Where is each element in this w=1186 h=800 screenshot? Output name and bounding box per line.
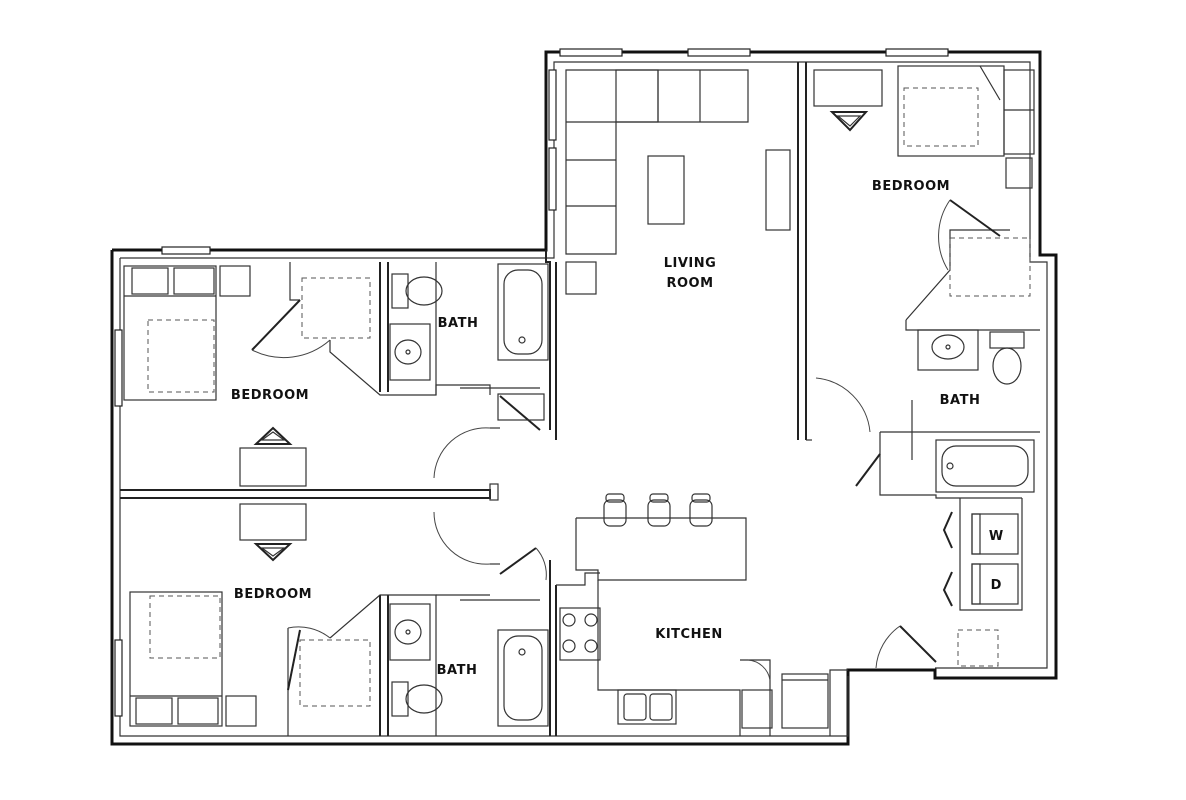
bathtub-left-top bbox=[497, 263, 549, 361]
toilet-left-bottom bbox=[391, 681, 443, 717]
kitchen-sink bbox=[617, 689, 677, 725]
washer bbox=[971, 513, 1019, 555]
kitchen-label: KITCHEN bbox=[655, 627, 722, 642]
bed-left-bottom bbox=[129, 591, 223, 727]
desk-left-top bbox=[239, 447, 307, 487]
bath-left-bottom-label: BATH bbox=[437, 663, 478, 678]
chair-top-right bbox=[829, 111, 869, 132]
nightstand bbox=[225, 695, 257, 727]
refrigerator bbox=[781, 673, 829, 729]
desk-top-right bbox=[813, 69, 883, 107]
closets bbox=[299, 237, 1031, 707]
windows bbox=[114, 48, 949, 717]
coffee-table bbox=[647, 155, 685, 225]
dishwasher bbox=[741, 689, 773, 729]
bathtub-left-bottom bbox=[497, 629, 549, 727]
living-room-label-line1: LIVING bbox=[664, 256, 717, 271]
bedroom-left-top-label: BEDROOM bbox=[231, 388, 309, 403]
desk-left-bottom bbox=[239, 503, 307, 541]
bathtub-right bbox=[935, 439, 1035, 493]
sink-left-bottom bbox=[389, 603, 431, 661]
kitchen-island bbox=[575, 517, 747, 581]
dryer bbox=[971, 563, 1019, 605]
range-stove bbox=[559, 607, 601, 661]
dryer-label: D bbox=[991, 578, 1002, 593]
doors bbox=[251, 199, 1001, 691]
living-room-label-line2: ROOM bbox=[666, 276, 713, 291]
toilet-left-top bbox=[391, 273, 443, 309]
sink-left-top bbox=[389, 323, 431, 381]
washer-label: W bbox=[989, 529, 1003, 544]
chair-left-top bbox=[253, 426, 293, 445]
room-labels: LIVING ROOM BEDROOM BATH BEDROOM BATH BE… bbox=[231, 179, 1003, 678]
bar-stools bbox=[603, 493, 713, 527]
bath-left-top-label: BATH bbox=[438, 316, 479, 331]
bedroom-top-right-label: BEDROOM bbox=[872, 179, 950, 194]
tv-console bbox=[765, 149, 791, 231]
living-room-sofa bbox=[565, 69, 749, 295]
chair-left-bottom bbox=[253, 543, 293, 562]
sink-right bbox=[917, 329, 979, 371]
nightstand bbox=[1005, 157, 1033, 189]
bed-top-right bbox=[897, 65, 1035, 157]
bath-right-label: BATH bbox=[940, 393, 981, 408]
bedroom-left-bottom-label: BEDROOM bbox=[234, 587, 312, 602]
nightstand bbox=[219, 265, 251, 297]
bed-left-top bbox=[123, 265, 217, 401]
toilet-right bbox=[989, 331, 1025, 385]
